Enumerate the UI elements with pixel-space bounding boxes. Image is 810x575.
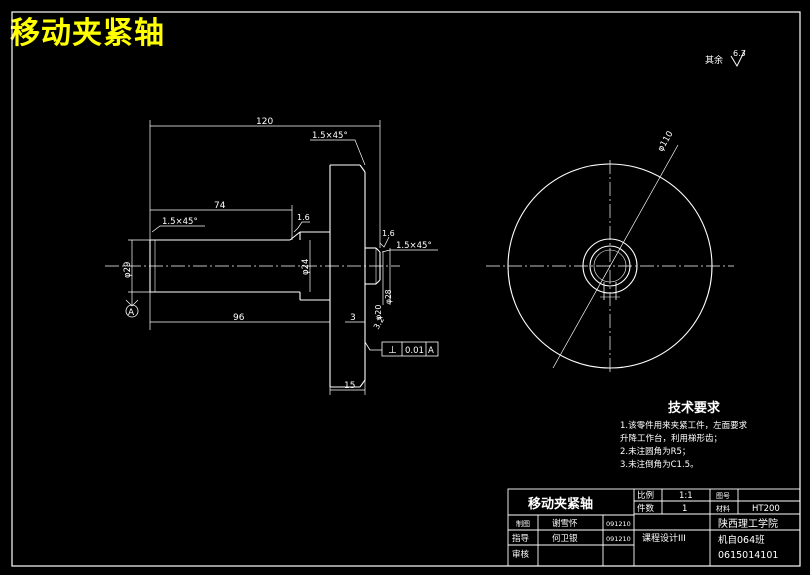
tb-design-label: 制图 (516, 519, 530, 528)
roughness-other-label: 其余 (705, 54, 723, 66)
tech-req-item-1: 1.该零件用来夹紧工件，左面要求 (620, 420, 748, 431)
tb-guide-label: 指导 (512, 533, 530, 544)
tb-drawing-no-label: 图号 (716, 492, 730, 500)
roughness-1-6-a: 1.6 (297, 213, 310, 222)
tb-qty-label: 件数 (637, 503, 655, 514)
dim-96: 96 (233, 313, 245, 323)
tolerance-datum: A (428, 346, 434, 356)
dim-phi110: φ110 (656, 130, 676, 154)
dim-phi24: φ24 (301, 259, 311, 275)
tb-scale-value: 1:1 (679, 491, 693, 501)
tolerance-frame (364, 341, 439, 357)
dim-3: 3 (350, 313, 356, 323)
tech-req-heading: 技术要求 (668, 400, 721, 416)
tb-material-value: HT200 (752, 504, 780, 514)
drawing-title: 移动夹紧轴 (10, 16, 165, 51)
tb-course: 课程设计III (642, 532, 686, 544)
chamfer-right: 1.5×45° (396, 241, 432, 251)
datum-a-circle (125, 304, 139, 318)
dim-74: 74 (214, 201, 226, 211)
tech-req-item-4: 3.未注倒角为C1.5。 (620, 459, 699, 470)
tb-review-label: 审核 (512, 549, 530, 560)
tb-guide-date: 091210 (606, 535, 631, 543)
tech-req-item-3: 2.未注圆角为R5； (620, 446, 690, 457)
tb-student-no: 0615014101 (718, 550, 778, 561)
tb-school: 陕西理工学院 (718, 517, 778, 530)
tech-req-item-2: 升降工作台，利用梯形齿； (620, 433, 722, 444)
front-view (105, 164, 400, 388)
dim-120: 120 (256, 117, 273, 127)
datum-a-label: A (128, 308, 135, 318)
roughness-other-value: 6.3 (733, 49, 746, 58)
tb-part-name: 移动夹紧轴 (528, 496, 593, 512)
dim-phi29: φ29 (123, 262, 133, 278)
dim-phi20: φ20 (374, 305, 383, 320)
tb-class: 机自064班 (718, 534, 765, 546)
title-block-grid (507, 488, 801, 567)
roughness-symbol-icon (730, 49, 746, 68)
tb-guide-name: 何卫银 (552, 533, 578, 544)
tb-design-date: 091210 (606, 520, 631, 528)
tolerance-symbol: ⊥ (388, 345, 397, 356)
tb-qty-value: 1 (682, 504, 687, 514)
dim-15: 15 (344, 381, 355, 391)
tb-scale-label: 比例 (637, 490, 654, 501)
side-view (486, 144, 734, 372)
chamfer-top-left: 1.5×45° (162, 217, 198, 227)
tolerance-value: 0.01 (405, 346, 424, 356)
front-view-dimensions (125, 120, 438, 395)
tb-material-label: 材料 (716, 504, 730, 513)
drawing-frame (11, 11, 801, 567)
roughness-1-6-b: 1.6 (382, 229, 395, 238)
dim-phi28: φ28 (384, 289, 393, 304)
tb-design-name: 谢雪怀 (552, 518, 578, 529)
chamfer-flange: 1.5×45° (312, 131, 348, 141)
